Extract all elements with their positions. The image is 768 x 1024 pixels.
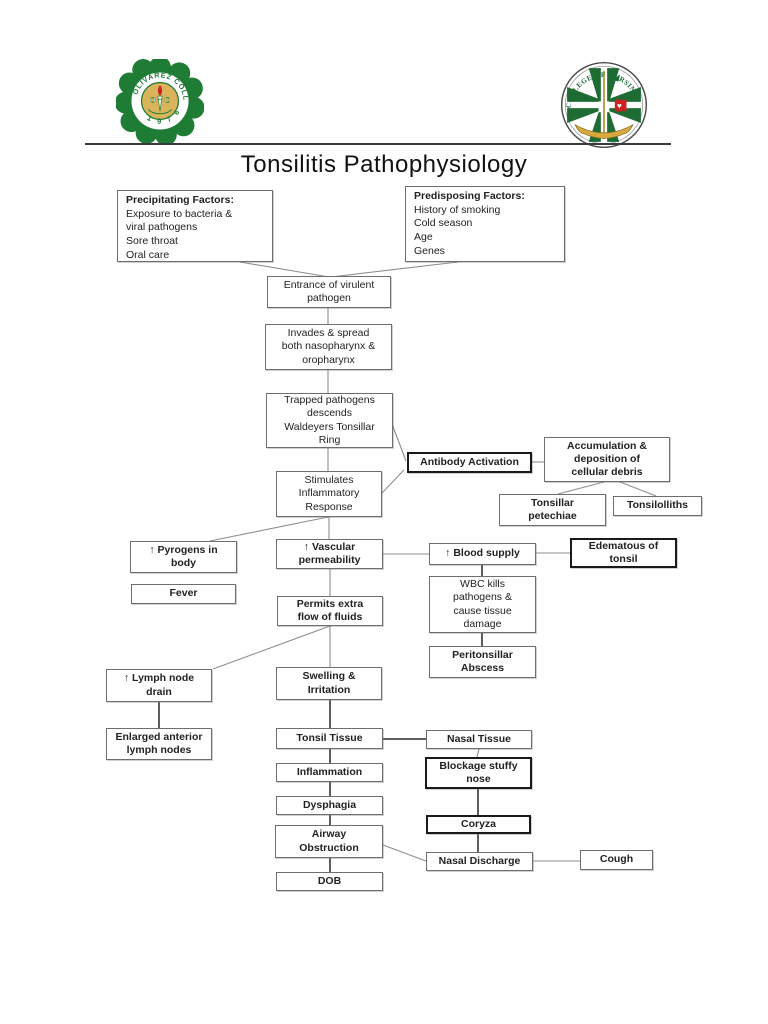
node-dysphagia: Dysphagia [276,796,383,815]
node-label: Dysphagia [302,798,357,811]
node-edematous-of-tonsil: Edematous of tonsil [570,538,677,568]
page-title: Tonsilitis Pathophysiology [240,151,528,178]
node-label: Edematous of tonsil [588,539,659,565]
node-label: Fever [169,587,198,600]
node-label: Nasal Discharge [438,854,521,867]
node-label: Invades & spread both nasopharynx & orop… [281,327,376,366]
node-label: Entrance of virulent pathogen [283,278,375,304]
node-inflammation: Inflammation [276,763,383,782]
node-label: Tonsilolliths [626,499,689,512]
node-dob: DOB [276,872,383,891]
connector-line [391,423,407,462]
torch-icon: O C [147,85,173,115]
svg-text:O: O [150,96,156,105]
gold-ribbon-shape [574,123,634,139]
node-wbc-kills-pathogens: WBC kills pathogens & cause tissue damag… [429,576,536,633]
college-of-nursing-seal-logo: ♥ COLLEGE OF NURSING [560,61,648,149]
node-label: Stimulates Inflammatory Response [298,474,360,513]
svg-text:C: C [164,96,169,105]
node-tonsillar-petechiae: Tonsillar petechiae [499,494,606,526]
node-label: Permits extra flow of fluids [296,597,364,623]
node-pyrogens-in-body: ↑ Pyrogens in body [130,541,237,573]
olivarez-college-seal-logo: OLIVAREZ COLLEGE 1 9 7 6 O C [116,59,204,143]
header-divider [85,143,671,145]
node-label: ↑ Blood supply [445,547,520,560]
node-label: Tonsil Tissue [296,731,363,744]
connector-line [330,261,459,278]
node-predisposing-factors: Predisposing Factors:History of smoking … [405,186,565,262]
node-label: Antibody Activation [420,455,519,468]
node-lymph-node-drain: ↑ Lymph node drain [106,669,212,702]
lamp-icon [582,74,621,102]
node-blockage-stuffy-nose: Blockage stuffy nose [425,757,532,789]
node-entrance-of-virulent-pathogen: Entrance of virulent pathogen [267,276,391,308]
node-blood-supply: ↑ Blood supply [429,543,536,565]
node-label: Exposure to bacteria & viral pathogens S… [126,207,233,261]
node-trapped-pathogens: Trapped pathogens descends Waldeyers Ton… [266,393,393,448]
node-label: Airway Obstruction [299,828,359,854]
node-nasal-discharge: Nasal Discharge [426,852,533,871]
node-tonsil-tissue: Tonsil Tissue [276,728,383,749]
node-antibody-activation: Antibody Activation [407,452,532,473]
node-label: Cough [599,853,634,866]
connector-line [476,748,480,758]
node-label: ↑ Lymph node drain [123,672,195,698]
node-label: Tonsillar petechiae [528,496,577,522]
connector-line [557,481,605,495]
connector-line [209,516,329,542]
node-cough: Cough [580,850,653,870]
node-permits-extra-flow: Permits extra flow of fluids [277,596,383,626]
node-peritonsillar-abscess: Peritonsillar Abscess [429,646,536,678]
node-label: Blockage stuffy nose [439,759,518,785]
node-stimulates-inflammatory-response: Stimulates Inflammatory Response [276,471,382,517]
node-coryza: Coryza [426,815,531,834]
node-label: Inflammation [296,765,363,778]
node-label: Enlarged anterior lymph nodes [115,730,203,756]
red-cross-heart-icon: ♥ [614,99,627,112]
connector-line [382,844,427,862]
node-header: Precipitating Factors: [126,194,234,206]
node-label: Swelling & Irritation [302,670,356,696]
node-label: Nasal Tissue [446,732,511,745]
node-vascular-permeability: ↑ Vascular permeability [276,539,383,569]
node-enlarged-anterior-lymph-nodes: Enlarged anterior lymph nodes [106,728,212,760]
node-label: WBC kills pathogens & cause tissue damag… [453,578,512,630]
node-label: Accumulation & deposition of cellular de… [567,439,647,478]
svg-text:♥: ♥ [617,102,622,111]
node-accumulation-cellular-debris: Accumulation & deposition of cellular de… [544,437,670,482]
node-tonsilolliths: Tonsilolliths [613,496,702,516]
node-precipitating-factors: Precipitating Factors:Exposure to bacter… [117,190,273,262]
node-label: DOB [317,874,342,887]
connector-line [239,261,330,278]
node-swelling-and-irritation: Swelling & Irritation [276,667,382,700]
connector-line [619,481,657,497]
node-label: Peritonsillar Abscess [452,648,513,674]
node-header: Predisposing Factors: [414,190,525,202]
connector-line [380,469,405,495]
node-label: Coryza [460,817,496,830]
node-airway-obstruction: Airway Obstruction [275,825,383,858]
node-nasal-tissue: Nasal Tissue [426,730,532,749]
node-fever: Fever [131,584,236,604]
node-label: ↑ Vascular permeability [298,540,361,566]
connector-line [212,625,331,670]
node-label: Trapped pathogens descends Waldeyers Ton… [284,394,375,446]
node-label: ↑ Pyrogens in body [149,543,218,569]
node-label: History of smoking Cold season Age Genes [414,203,501,257]
node-invades-and-spread: Invades & spread both nasopharynx & orop… [265,324,392,370]
